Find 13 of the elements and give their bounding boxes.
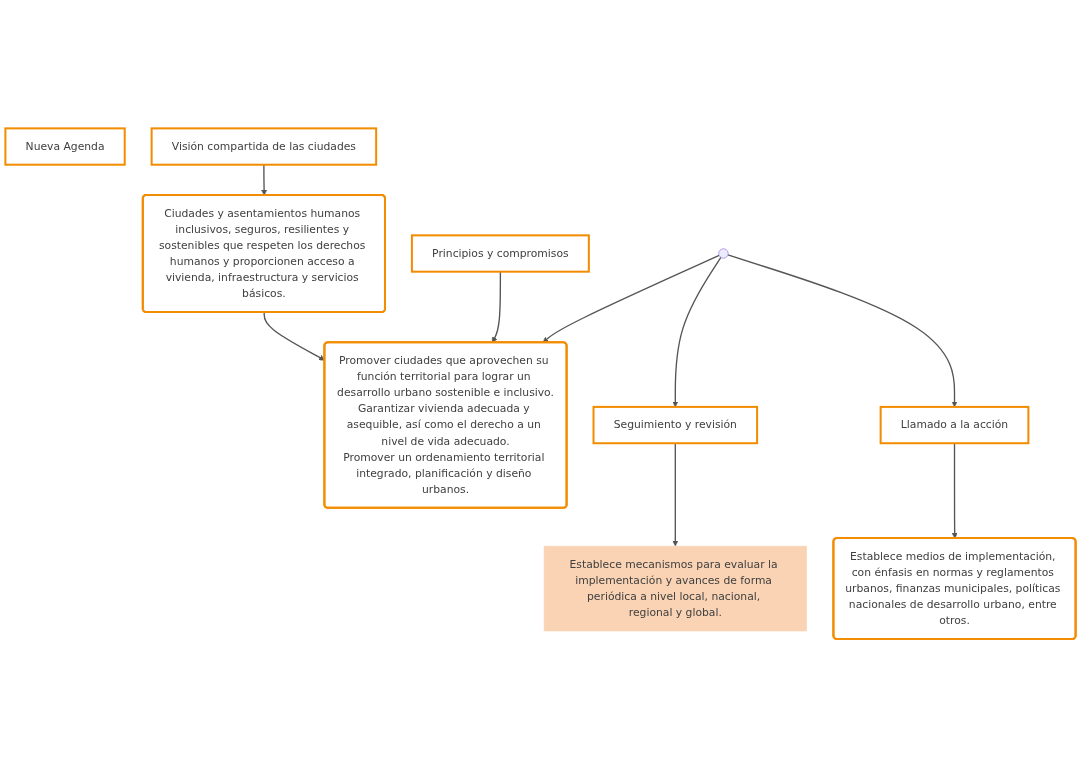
heading-box: Nueva Agenda [4, 127, 126, 166]
heading-box: Visión compartida de las ciudades [150, 127, 378, 166]
heading-box: Llamado a la acción [879, 405, 1030, 445]
heading-box: Seguimiento y revisión [592, 405, 759, 445]
heading-box: Principios y compromisos [410, 234, 590, 273]
arrow [727, 254, 958, 407]
arrow [542, 254, 720, 343]
arrow [672, 256, 722, 407]
junction-dot [718, 248, 729, 259]
text-box: Promover ciudades que aprovechen su función territorial para lograr un desarrollo urbano sostenible e inclusivo. Garantizar vivienda adecuada y asequible, así como el derecho a un nivel de vida adecuado. Promover un ordenamiento territorial integrado, planificación y diseño urbanos. [323, 341, 568, 509]
arrow [263, 311, 325, 361]
text-box: Ciudades y asentamientos humanos inclusivos, seguros, resilientes y sostenibles que respeten los derechos humanos y proporcionen acceso a vivienda, infraestructura y servicios básicos. [141, 193, 386, 313]
text-box: Establece medios de implementación, con énfasis en normas y reglamentos urbanos, finanzas municipales, políticas nacionales de desarrollo urbano, entre otros. [832, 536, 1077, 640]
